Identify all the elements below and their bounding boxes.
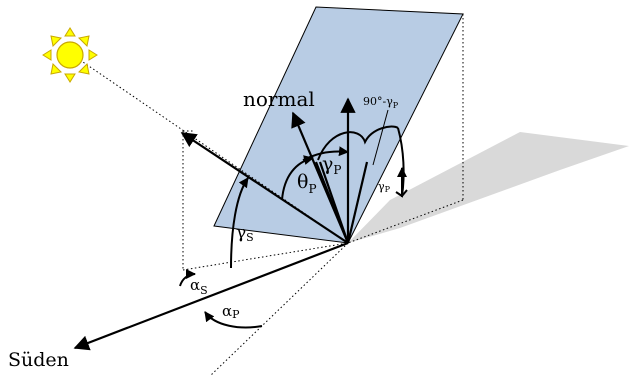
label-alpha-s: αS [190,276,208,297]
arc-90-gamma-p [317,125,399,161]
label-alpha-p: αP [222,302,240,321]
label-normal: normal [243,87,315,111]
sun-direction-arrow [180,132,349,244]
label-gamma-p-small: γP [378,180,391,194]
label-gamma-p: γP [322,153,341,177]
panel-shadow [348,132,629,243]
panel-ray-2 [346,161,369,244]
construction-lines [79,14,464,376]
arc-alpha-s [179,269,196,287]
arc-gamma-s [230,177,249,269]
arc-alpha-p [204,311,263,329]
label-90-gamma-p: 90°-γP [363,95,399,110]
sun-icon [42,27,98,83]
arc-theta-p [281,155,314,201]
label-theta-p: θP [297,171,317,196]
panel-ray-3 [314,161,350,244]
label-gamma-s: γS [236,223,254,244]
south-arrow [73,241,349,351]
label-south: Süden [8,349,69,371]
tick-90-gamma-p [372,109,389,166]
